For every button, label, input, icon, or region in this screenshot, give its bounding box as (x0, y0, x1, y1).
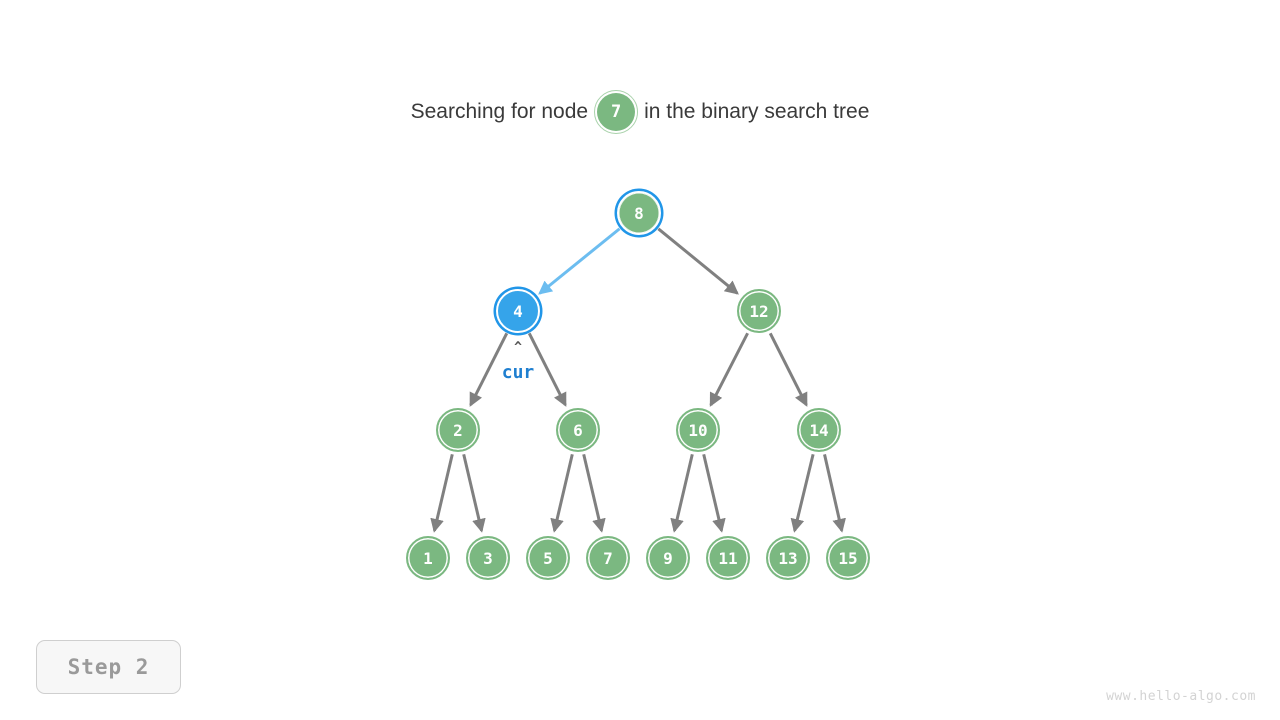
cur-pointer-label: cur (501, 362, 535, 383)
tree-node-5: 5 (526, 536, 570, 580)
tree-node-9: 9 (646, 536, 690, 580)
tree-node-6: 6 (556, 408, 600, 452)
tree-edge (657, 227, 739, 295)
tree-edge (670, 453, 694, 533)
tree-edge (538, 227, 621, 295)
tree-node-12: 12 (737, 289, 781, 333)
title-prefix: Searching for node (410, 100, 589, 123)
title-target-node-value: 7 (597, 93, 636, 131)
cur-caret-icon: ^ (514, 340, 522, 355)
tree-node-3: 3 (466, 536, 510, 580)
tree-edge (430, 453, 454, 533)
tree-node-11: 11 (706, 536, 750, 580)
tree-edge (823, 454, 846, 533)
tree-node-4: 4 (496, 289, 540, 333)
tree-node-14: 14 (797, 408, 841, 452)
tree-edge (550, 453, 574, 533)
tree-node-10: 10 (676, 408, 720, 452)
tree-edge (702, 453, 726, 533)
tree-edge (582, 453, 606, 533)
tree-node-7: 7 (586, 536, 630, 580)
cur-pointer: ^ cur (473, 340, 563, 384)
tree-edge (790, 453, 815, 533)
title-suffix: in the binary search tree (644, 100, 870, 123)
tree-node-15: 15 (826, 536, 870, 580)
tree-node-13: 13 (766, 536, 810, 580)
tree-edge (462, 453, 486, 533)
step-badge: Step 2 (36, 640, 181, 694)
tree-node-8: 8 (617, 191, 661, 235)
tree-edge (768, 332, 808, 407)
tree-node-1: 1 (406, 536, 450, 580)
step-badge-label: Step 2 (67, 655, 150, 679)
tree-node-2: 2 (436, 408, 480, 452)
title-target-node-ring (594, 90, 639, 134)
tree-edge (709, 332, 749, 407)
title-target-node: 7 (594, 90, 639, 134)
page-title: Searching for node 7 in the binary searc… (0, 90, 1280, 134)
watermark: www.hello-algo.com (1106, 689, 1256, 704)
